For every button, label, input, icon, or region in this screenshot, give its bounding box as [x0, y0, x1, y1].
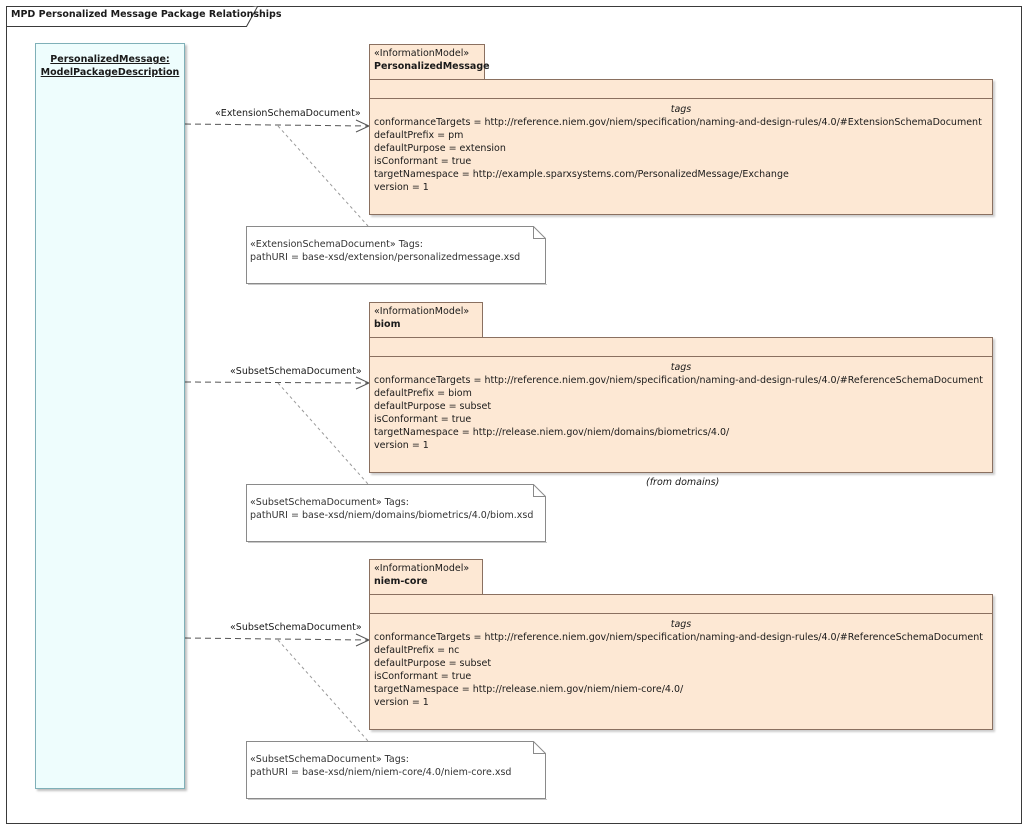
- package-tab-niem-core[interactable]: «InformationModel» niem-core: [369, 559, 483, 595]
- package-tab-personalizedmessage[interactable]: «InformationModel» PersonalizedMessage: [369, 44, 490, 80]
- lifeline-name-line1: PersonalizedMessage:: [50, 54, 170, 65]
- package-name: PersonalizedMessage: [374, 61, 490, 72]
- package-body-personalizedmessage[interactable]: tags conformanceTargets = http://referen…: [369, 79, 993, 215]
- tags-header: tags: [670, 619, 692, 630]
- package-divider: [370, 98, 992, 99]
- diagram-title: MPD Personalized Message Package Relatio…: [11, 9, 282, 20]
- package-stereotype: «InformationModel»: [374, 48, 470, 59]
- note-heading: «ExtensionSchemaDocument» Tags:: [250, 239, 423, 250]
- edge-label-1: «ExtensionSchemaDocument»: [215, 108, 361, 119]
- note-shape: [246, 484, 547, 543]
- tag-default-prefix: defaultPrefix = nc: [374, 645, 460, 656]
- note-shape: [246, 741, 547, 800]
- package-body-niem-core[interactable]: tags conformanceTargets = http://referen…: [369, 594, 993, 730]
- tag-default-prefix: defaultPrefix = pm: [374, 130, 464, 141]
- edge-label-2: «SubsetSchemaDocument»: [230, 366, 362, 377]
- package-name: niem-core: [374, 576, 428, 587]
- note-link-3: [277, 639, 369, 742]
- tag-target-namespace: targetNamespace = http://example.sparxsy…: [374, 169, 789, 180]
- edge-line-2[interactable]: [184, 381, 369, 384]
- package-stereotype: «InformationModel»: [374, 306, 470, 317]
- note-link-1: [277, 125, 369, 227]
- package-stereotype: «InformationModel»: [374, 563, 470, 574]
- tags-header: tags: [670, 362, 692, 373]
- model-package-description-lifeline[interactable]: PersonalizedMessage: ModelPackageDescrip…: [35, 43, 185, 789]
- package-tab-biom[interactable]: «InformationModel» biom: [369, 302, 483, 338]
- note-shape: [246, 226, 547, 285]
- note-text: «SubsetSchemaDocument» Tags: pathURI = b…: [250, 496, 533, 522]
- edge-line-3[interactable]: [184, 637, 369, 641]
- tag-default-purpose: defaultPurpose = subset: [374, 401, 492, 412]
- tagged-values-note-1[interactable]: «ExtensionSchemaDocument» Tags: pathURI …: [246, 226, 548, 286]
- tag-is-conformant: isConformant = true: [374, 156, 472, 167]
- package-name: biom: [374, 319, 401, 330]
- tag-default-prefix: defaultPrefix = biom: [374, 388, 472, 399]
- package-origin-note: (from domains): [646, 477, 720, 488]
- tag-conformance-targets: conformanceTargets = http://reference.ni…: [374, 117, 982, 128]
- tag-conformance-targets: conformanceTargets = http://reference.ni…: [374, 632, 983, 643]
- tag-is-conformant: isConformant = true: [374, 414, 472, 425]
- tag-default-purpose: defaultPurpose = extension: [374, 143, 506, 154]
- package-body-biom[interactable]: tags conformanceTargets = http://referen…: [369, 337, 993, 473]
- note-path-uri: pathURI = base-xsd/extension/personalize…: [250, 252, 521, 263]
- tag-version: version = 1: [374, 182, 429, 193]
- tag-default-purpose: defaultPurpose = subset: [374, 658, 492, 669]
- tag-target-namespace: targetNamespace = http://release.niem.go…: [374, 684, 684, 695]
- note-path-uri: pathURI = base-xsd/niem/niem-core/4.0/ni…: [250, 767, 512, 778]
- diagram-frame: [6, 6, 1022, 824]
- edge-label-3: «SubsetSchemaDocument»: [230, 622, 362, 633]
- note-link-2: [277, 382, 369, 485]
- package-divider: [370, 613, 992, 614]
- tagged-values-note-2[interactable]: «SubsetSchemaDocument» Tags: pathURI = b…: [246, 484, 548, 544]
- tag-version: version = 1: [374, 440, 429, 451]
- tagged-values-note-3[interactable]: «SubsetSchemaDocument» Tags: pathURI = b…: [246, 741, 548, 801]
- note-heading: «SubsetSchemaDocument» Tags:: [250, 497, 409, 508]
- note-text: «ExtensionSchemaDocument» Tags: pathURI …: [250, 238, 520, 264]
- frame-tab-outline: [6, 6, 258, 27]
- tag-conformance-targets: conformanceTargets = http://reference.ni…: [374, 375, 983, 386]
- note-text: «SubsetSchemaDocument» Tags: pathURI = b…: [250, 753, 511, 779]
- lifeline-name: PersonalizedMessage: ModelPackageDescrip…: [36, 53, 184, 79]
- note-heading: «SubsetSchemaDocument» Tags:: [250, 754, 409, 765]
- tags-header: tags: [670, 104, 692, 115]
- tag-is-conformant: isConformant = true: [374, 671, 472, 682]
- edge-line-1[interactable]: [184, 123, 369, 127]
- package-divider: [370, 356, 992, 357]
- tag-version: version = 1: [374, 697, 429, 708]
- lifeline-name-line2: ModelPackageDescription: [40, 67, 180, 78]
- note-path-uri: pathURI = base-xsd/niem/domains/biometri…: [250, 510, 534, 521]
- tag-target-namespace: targetNamespace = http://release.niem.go…: [374, 427, 730, 438]
